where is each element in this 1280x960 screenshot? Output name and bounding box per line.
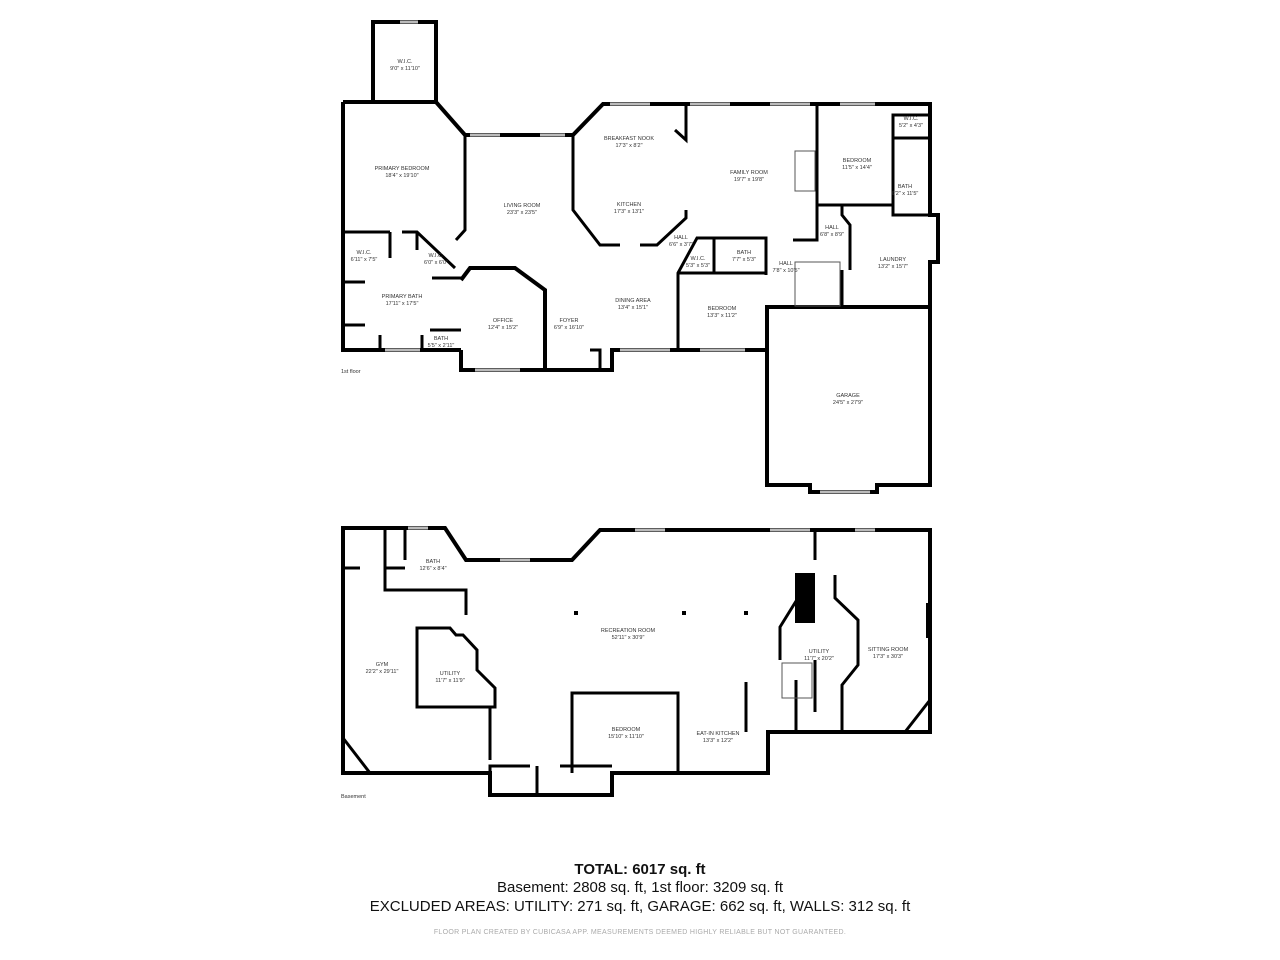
room-name: UTILITY xyxy=(809,649,830,655)
room-dims: 17'3" x 30'3" xyxy=(873,654,903,660)
room-name: W.I.C. xyxy=(429,253,444,259)
room-name: W.I.C. xyxy=(904,116,919,122)
room-dims: 12'6" x 8'4" xyxy=(419,566,446,572)
room-name: EAT-IN KITCHEN xyxy=(697,731,740,737)
room-dims: 6'0" x 6'0" xyxy=(424,260,448,266)
stairs-icon xyxy=(781,662,813,699)
room-dims: 5'5" x 2'11" xyxy=(428,343,455,349)
room-name: BEDROOM xyxy=(843,158,872,164)
room-name: BEDROOM xyxy=(612,727,641,733)
room-name: BREAKFAST NOOK xyxy=(604,136,654,142)
room-dims: 9'0" x 11'10" xyxy=(390,66,420,72)
room-name: BATH xyxy=(426,559,440,565)
first-floor-walls xyxy=(341,20,940,494)
room-dims: 11'5" x 14'4" xyxy=(842,165,872,171)
room-dims: 11'7" x 20'2" xyxy=(804,656,834,662)
room-dims: 11'7" x 11'9" xyxy=(435,678,464,684)
room-dims: 13'4" x 15'1" xyxy=(618,305,648,311)
floor-label: Basement xyxy=(341,794,366,800)
room-dims: 6'2" x 11'5" xyxy=(892,191,919,197)
excluded-areas: EXCLUDED AREAS: UTILITY: 271 sq. ft, GAR… xyxy=(369,898,911,915)
room-dims: 17'3" x 8'2" xyxy=(615,143,642,149)
room-name: W.I.C. xyxy=(691,256,706,262)
column xyxy=(574,611,578,615)
room-dims: 18'4" x 19'10" xyxy=(385,173,418,179)
room-dims: 24'5" x 27'9" xyxy=(833,400,863,406)
room-dims: 6'11" x 7'5" xyxy=(351,257,378,263)
room-name: W.I.C. xyxy=(398,59,413,65)
floor-areas: Basement: 2808 sq. ft, 1st floor: 3209 s… xyxy=(497,879,783,896)
basement-walls xyxy=(341,526,932,797)
room-name: HALL xyxy=(674,235,688,241)
room-name: HALL xyxy=(779,261,793,267)
room-dims: 6'6" x 3'7" xyxy=(669,242,693,248)
room-dims: 12'4" x 15'2" xyxy=(488,325,518,331)
room-name: DINING AREA xyxy=(615,298,651,304)
floor-label: 1st floor xyxy=(341,369,361,375)
room-dims: 5'3" x 5'3" xyxy=(686,263,710,269)
wall-block xyxy=(926,603,931,638)
stairs-icon xyxy=(794,261,841,307)
room-name: BATH xyxy=(737,250,751,256)
room-name: GYM xyxy=(376,662,389,668)
column xyxy=(744,611,748,615)
room-dims: 22'2" x 29'11" xyxy=(366,669,399,675)
room-name: BATH xyxy=(434,336,448,342)
room-dims: 13'3" x 11'2" xyxy=(707,313,737,319)
room-name: SITTING ROOM xyxy=(868,647,909,653)
room-dims: 13'3" x 12'2" xyxy=(703,738,733,744)
room-dims: 17'11" x 17'5" xyxy=(386,301,419,307)
room-dims: 6'9" x 16'10" xyxy=(554,325,584,331)
room-name: BATH xyxy=(898,184,912,190)
total-area: TOTAL: 6017 sq. ft xyxy=(574,861,706,878)
room-dims: 5'2" x 4'3" xyxy=(899,123,923,129)
room-dims: 7'7" x 5'3" xyxy=(732,257,756,263)
room-name: GARAGE xyxy=(836,393,860,399)
basement-labels: Basement BATH 12'6" x 8'4" RECREATION RO… xyxy=(341,559,909,800)
room-dims: 7'8" x 10'5" xyxy=(772,268,799,274)
column xyxy=(682,611,686,615)
room-name: PRIMARY BEDROOM xyxy=(375,166,430,172)
room-name: UTILITY xyxy=(440,671,461,677)
room-dims: 6'8" x 8'9" xyxy=(820,232,844,238)
credit-note: FLOOR PLAN CREATED BY CUBICASA APP. MEAS… xyxy=(433,929,847,936)
room-dims: 17'3" x 13'1" xyxy=(614,209,644,215)
room-dims: 13'2" x 15'7" xyxy=(878,264,908,270)
room-dims: 19'7" x 19'8" xyxy=(734,177,764,183)
room-dims: 23'3" x 23'5" xyxy=(507,210,537,216)
room-name: RECREATION ROOM xyxy=(601,628,656,634)
room-dims: 15'10" x 11'10" xyxy=(608,734,644,740)
room-name: LAUNDRY xyxy=(880,257,907,263)
room-name: FAMILY ROOM xyxy=(730,170,768,176)
chimney-block xyxy=(795,573,815,623)
room-name: W.I.C. xyxy=(357,250,372,256)
room-name: HALL xyxy=(825,225,839,231)
fireplace-icon xyxy=(794,150,816,192)
room-name: LIVING ROOM xyxy=(504,203,541,209)
room-name: BEDROOM xyxy=(708,306,737,312)
room-dims: 52'11" x 30'9" xyxy=(612,635,645,641)
first-floor-labels: 1st floor W.I.C. 9'0" x 11'10" PRIMARY B… xyxy=(341,59,923,406)
room-name: FOYER xyxy=(560,318,579,324)
room-name: OFFICE xyxy=(493,318,513,324)
room-name: PRIMARY BATH xyxy=(382,294,423,300)
room-name: KITCHEN xyxy=(617,202,641,208)
